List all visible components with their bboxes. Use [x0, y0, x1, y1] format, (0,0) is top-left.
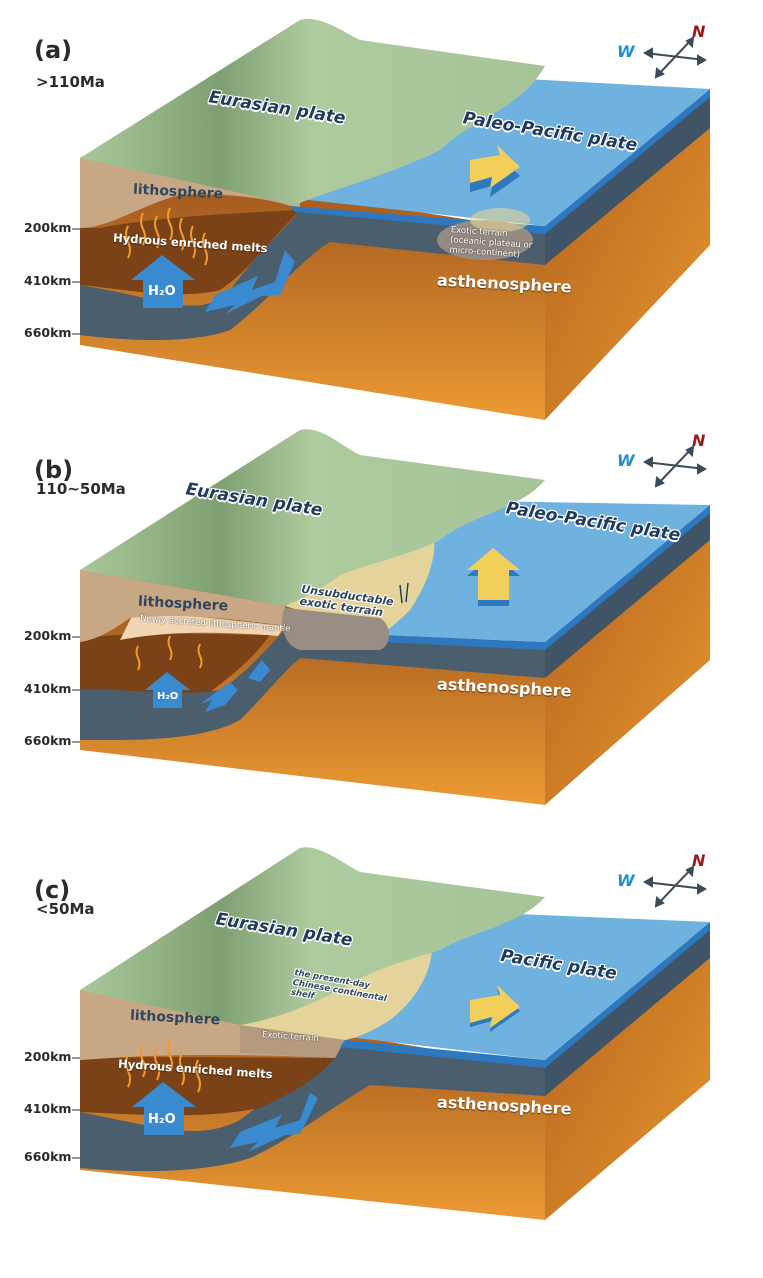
ocean-top: [380, 500, 710, 642]
depth-410km: 410km: [24, 273, 72, 288]
continent-top: [80, 429, 545, 606]
depth-660km: 660km: [24, 325, 72, 340]
panel-age: >110Ma: [36, 73, 105, 91]
panel-b: (b) 110~50Ma 200km 410km 660km Eurasian …: [0, 420, 763, 840]
exotic-terrain-section: [240, 1025, 345, 1058]
plate-motion-arrow: [470, 145, 520, 197]
depth-410km: 410km: [24, 1101, 72, 1116]
depth-ticks: [72, 228, 80, 335]
panel-letter: (c): [34, 876, 71, 904]
accreted-lithospheric-mantle: [120, 610, 285, 640]
compass-icon: [642, 445, 708, 488]
depth-660km: 660km: [24, 733, 72, 748]
plate-motion-arrow: [470, 985, 520, 1032]
panel-age: 110~50Ma: [36, 480, 126, 498]
subducting-slab: [80, 210, 545, 340]
ocean-edge-side: [545, 505, 710, 650]
mantle-wedge: [80, 633, 270, 693]
panel-age: <50Ma: [36, 900, 95, 918]
compass-icon: [642, 865, 708, 908]
h2o-arrow: [131, 255, 195, 308]
compass-north-label: N: [692, 431, 706, 450]
unsubductable-terrain-block: [282, 608, 389, 650]
melt-arrows: [135, 635, 203, 671]
broken-slab-arrows: [200, 660, 270, 712]
melt-arrows: [125, 1039, 201, 1093]
mantle-wedge: [80, 210, 300, 295]
exotic-terrain-label: Exotic terrain (oceanic plateau or micro…: [449, 225, 533, 261]
continent-top: [80, 847, 545, 1025]
subducting-slab-remnant: [80, 630, 545, 741]
compass-icon: [642, 36, 708, 79]
subduction-arrow: [230, 1093, 318, 1152]
compass-north-label: N: [692, 851, 706, 870]
asthenosphere-side: [545, 95, 710, 420]
oceanic-lithosphere-side: [545, 511, 710, 678]
h2o-label: H₂O: [148, 284, 176, 299]
panel-letter: (a): [34, 36, 73, 64]
asthenosphere-side: [545, 513, 710, 805]
depth-200km: 200km: [24, 628, 72, 643]
ocean-front: [380, 635, 545, 650]
block-diagram-c: [72, 847, 710, 1220]
fault-arrows: [399, 582, 409, 604]
asthenosphere-side: [545, 930, 710, 1220]
continent-top: [80, 19, 545, 205]
ocean-edge-side: [545, 89, 710, 234]
continental-lithosphere: [80, 570, 285, 642]
depth-200km: 200km: [24, 220, 72, 235]
depth-410km: 410km: [24, 681, 72, 696]
compass-west-label: W: [617, 42, 635, 61]
depth-ticks: [72, 1057, 80, 1159]
compass-west-label: W: [617, 451, 635, 470]
compass-west-label: W: [617, 871, 635, 890]
block-diagram-a: [72, 19, 710, 420]
subduction-arrow: [205, 250, 295, 314]
ocean-front: [340, 1040, 545, 1068]
h2o-arrow: [132, 1082, 196, 1135]
oceanic-lithosphere-side: [545, 928, 710, 1096]
compass-north-label: N: [692, 22, 706, 41]
block-diagram-b: [72, 429, 710, 805]
exotic-terrain-top: [470, 208, 530, 232]
depth-660km: 660km: [24, 1149, 72, 1164]
oceanic-lithosphere-side: [545, 95, 710, 265]
melt-arrows: [125, 207, 208, 266]
depth-ticks: [72, 636, 80, 743]
depth-200km: 200km: [24, 1049, 72, 1064]
panel-a: (a) >110Ma 200km 410km 660km Eurasian pl…: [0, 0, 763, 420]
h2o-label: H₂O: [148, 1112, 176, 1127]
panel-c: (c) <50Ma 200km 410km 660km Eurasian pla…: [0, 840, 763, 1260]
panel-letter: (b): [34, 456, 74, 484]
ocean-edge-side: [545, 922, 710, 1068]
h2o-label: H₂O: [157, 691, 179, 702]
plate-motion-arrow: [467, 548, 520, 606]
continental-lithosphere: [80, 158, 300, 228]
h2o-arrow: [145, 672, 190, 708]
